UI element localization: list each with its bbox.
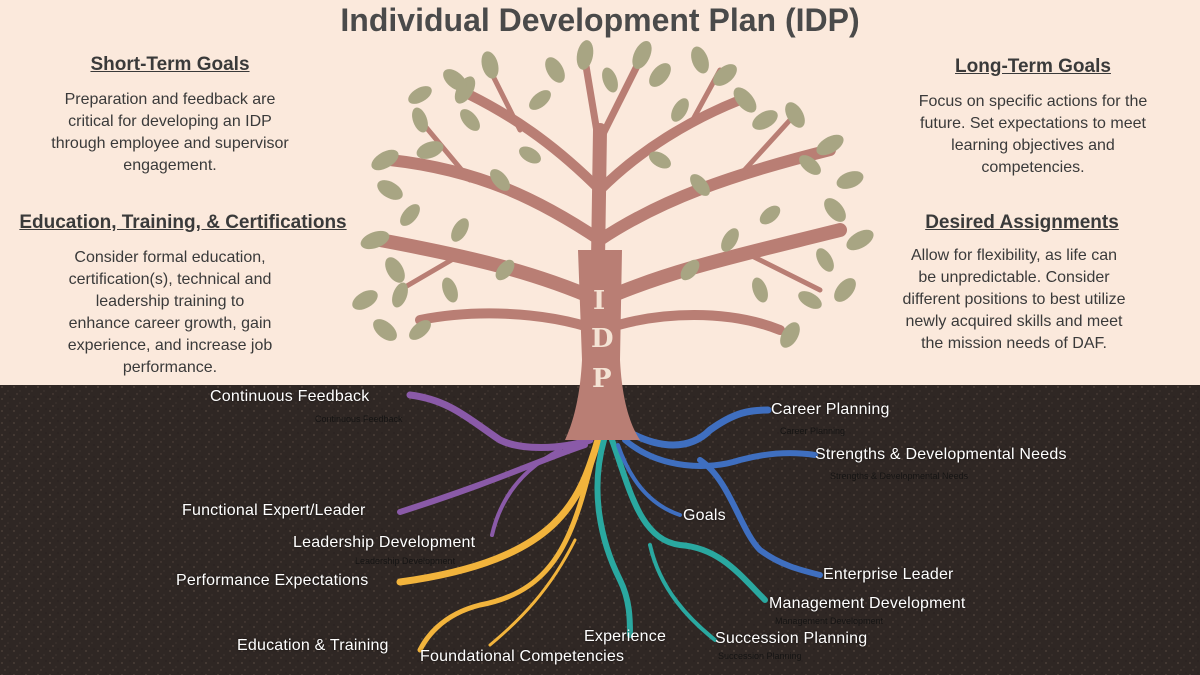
root-label-continuous-feedback: Continuous Feedback <box>210 388 370 405</box>
root-continuous-feedback <box>406 391 594 451</box>
leaves <box>352 40 874 348</box>
root-label-career-planning: Career Planning <box>771 401 890 418</box>
root-label-functional-expert: Functional Expert/Leader <box>182 502 366 519</box>
trunk-letter-p: P <box>592 364 612 394</box>
long-term-heading: Long-Term Goals <box>955 56 1111 77</box>
root-management-development <box>609 437 768 603</box>
root-label-foundational-competencies: Foundational Competencies <box>420 648 625 665</box>
root-strengths-needs <box>622 437 818 469</box>
page-title: Individual Development Plan (IDP) <box>340 2 860 38</box>
long-term-body: Focus on specific actions for the future… <box>918 93 1148 176</box>
ghost-label-continuous-feedback: Continuous Feedback <box>315 414 403 424</box>
root-succession-planning <box>648 543 717 642</box>
root-career-planning <box>621 406 772 449</box>
root-label-experience: Experience <box>584 628 667 645</box>
ghost-label-leadership-development: Leadership Development <box>355 556 456 566</box>
tree-trunk <box>565 250 640 440</box>
short-term-body: Preparation and feedback are critical fo… <box>51 91 289 174</box>
root-label-goals: Goals <box>683 507 726 524</box>
ghost-label-strengths-needs: Strengths & Developmental Needs <box>830 471 969 481</box>
desired-body: Allow for flexibility, as life can be un… <box>902 247 1126 352</box>
root-label-strengths-needs: Strengths & Developmental Needs <box>815 446 1067 463</box>
root-foundational-competencies <box>488 538 577 647</box>
education-heading: Education, Training, & Certifications <box>19 212 347 233</box>
education-body: Consider formal education, certification… <box>67 249 273 376</box>
root-functional-expert <box>397 442 588 515</box>
root-label-management-development: Management Development <box>769 595 966 612</box>
root-goals <box>616 443 682 517</box>
root-leadership-development <box>490 448 562 537</box>
root-label-education-training: Education & Training <box>237 637 389 654</box>
root-experience <box>594 437 633 638</box>
trunk-letter-i: I <box>593 286 606 316</box>
short-term-heading: Short-Term Goals <box>90 54 250 75</box>
trunk-letter-d: D <box>591 324 614 354</box>
root-label-enterprise-leader: Enterprise Leader <box>823 566 954 583</box>
ghost-label-career-planning: Career Planning <box>780 426 846 436</box>
desired-heading: Desired Assignments <box>925 212 1119 233</box>
root-education-training <box>417 442 599 653</box>
root-label-performance-expectations: Performance Expectations <box>176 572 369 589</box>
roots <box>396 391 823 653</box>
root-label-leadership-development: Leadership Development <box>293 534 476 551</box>
ghost-label-management-development: Management Development <box>775 616 884 626</box>
root-enterprise-leader <box>697 457 823 578</box>
ghost-label-succession-planning: Succession Planning <box>718 651 802 661</box>
root-label-succession-planning: Succession Planning <box>715 630 868 647</box>
